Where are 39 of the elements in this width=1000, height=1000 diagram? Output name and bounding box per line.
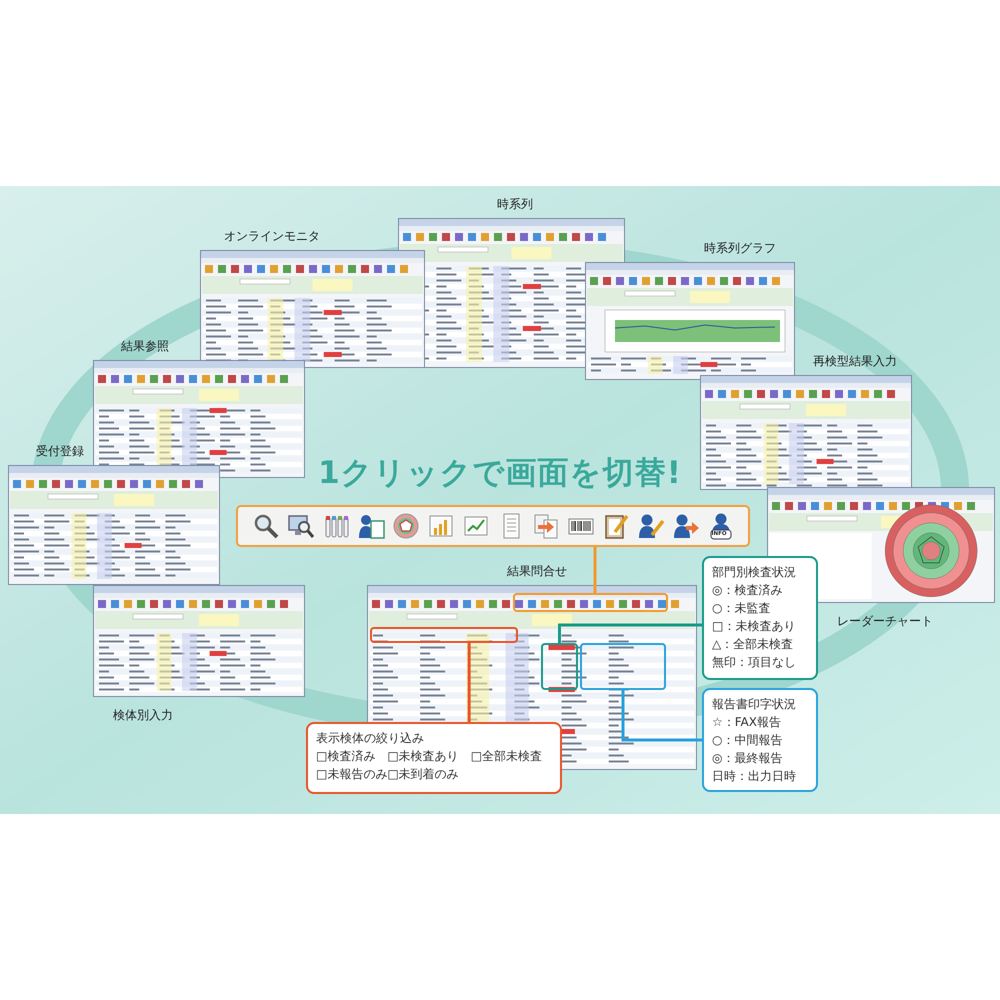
screenshot-caption: 結果問合せ [507,563,567,580]
highlight-frame [541,643,578,690]
connector-line [558,624,702,643]
callout-box [306,722,562,794]
callout-box [702,688,818,792]
screenshot-caption: 再検型結果入力 [813,353,897,370]
legend-entry: 無印：項目なし [712,654,797,671]
checkbox-option: □検査済み [316,747,376,765]
highlight-frame [370,627,518,643]
legend-entry: □：未検査あり [712,618,796,635]
screenshot-caption: 検体別入力 [113,707,173,724]
legend-entry: ◎：最終報告 [712,750,784,767]
callout-heading: 報告書印字状況 [712,696,797,713]
screenshot-caption: 時系列グラフ [704,240,776,257]
legend-entry: ◎：検査済み [712,582,784,599]
callout-heading: 表示検体の絞り込み [316,730,425,747]
highlight-frame [513,593,668,612]
callout-box [702,556,818,680]
connector-line [594,547,596,593]
legend-entry: 日時：出力日時 [712,768,797,785]
legend-entry: ☆：FAX報告 [712,714,782,731]
legend-entry: △：全部未検査 [712,636,794,653]
screenshot-caption: 結果参照 [121,338,169,355]
connector-line [622,690,702,742]
connector-line [468,643,471,722]
screenshot-caption: 時系列 [497,196,533,213]
screenshot-caption: 受付登録 [36,443,84,460]
title: 1クリックで画面を切替! [317,454,683,493]
checkbox-option: □未到着のみ [387,765,459,783]
checkbox-option: □未報告のみ [316,765,388,783]
legend-entry: ○：中間報告 [712,732,784,749]
callout-heading: 部門別検査状況 [712,564,797,581]
screenshot-caption: オンラインモニタ [224,228,320,245]
checkbox-option: □全部未検査 [470,747,542,765]
legend-entry: ○：未監査 [712,600,772,617]
icon-toolbar [236,505,750,547]
checkbox-option: □未検査あり [387,747,459,765]
screenshot-caption: レーダーチャート [837,613,933,630]
highlight-frame [580,643,666,690]
